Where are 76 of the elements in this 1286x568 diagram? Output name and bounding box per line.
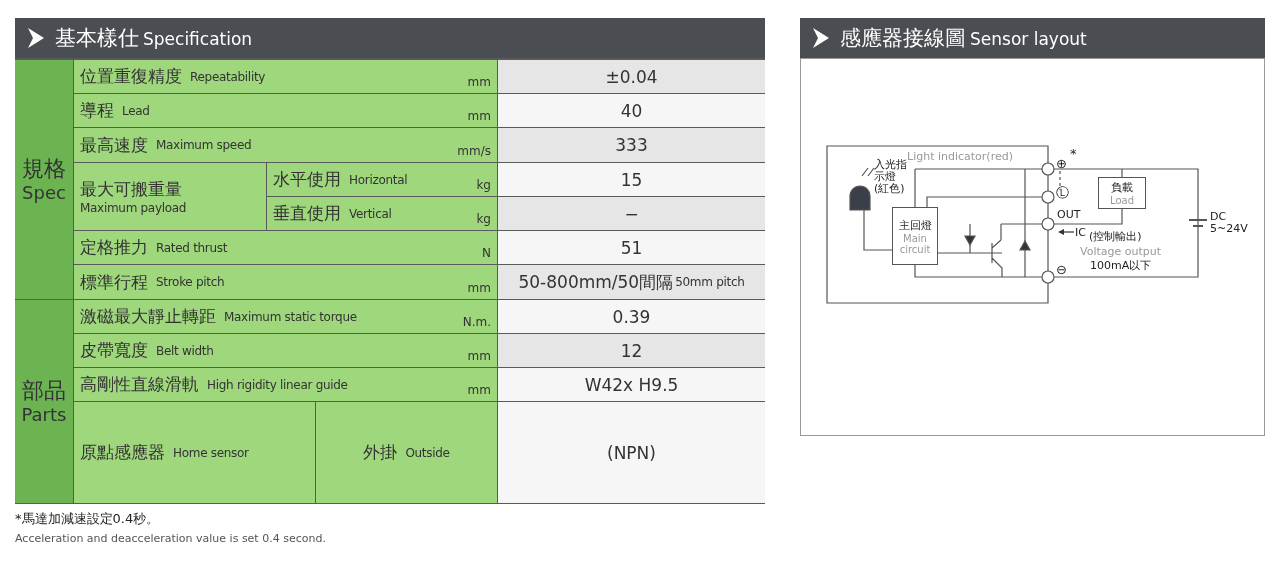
signal-label: (控制輸出): [1089, 229, 1142, 244]
row-label-en: High rigidity linear guide: [207, 377, 348, 392]
row-label: 導程: [80, 99, 114, 122]
row-label-en: Horizontal: [349, 172, 408, 187]
signal-label: IC: [1075, 226, 1086, 239]
row-label: 位置重復精度: [80, 65, 182, 88]
unit-label: kg: [476, 178, 491, 194]
row-label-en: Stroke pitch: [156, 275, 225, 289]
unit-label: N.m.: [462, 315, 491, 331]
indicator-label: 入光指示燈(紅色): [874, 159, 907, 195]
terminal-label: OUT: [1057, 208, 1081, 221]
box-label: 主回燈: [898, 217, 932, 233]
cell-value: −: [624, 203, 639, 224]
circuit-box: [1098, 177, 1146, 209]
unit-label: mm: [467, 109, 491, 125]
row-label: 最大可搬重量: [80, 178, 182, 201]
row-label-en: Lead: [122, 103, 150, 118]
cell-value: 51: [620, 237, 643, 258]
row-label-en: Vertical: [349, 206, 392, 221]
cell-value: 333: [615, 135, 648, 155]
unit-label: mm/s: [457, 144, 491, 160]
cell-value: W42x H9.5: [584, 374, 679, 395]
cell-value: ±0.04: [605, 66, 658, 87]
row-label-en: Home sensor: [173, 445, 249, 460]
box-label-en: Main circuit: [898, 232, 932, 255]
section-subtitle: Sensor layout: [970, 29, 1087, 49]
cell-value: 12: [620, 340, 643, 361]
section-title: 感應器接線圖: [840, 25, 966, 52]
row-label-en: Outside: [405, 445, 450, 460]
row-label-en: Belt width: [156, 343, 214, 358]
group-label: 規格: [22, 156, 66, 182]
row-label: 皮帶寬度: [80, 339, 148, 362]
cell-value: 50-800mm/50間隔: [518, 270, 674, 294]
box-label: 負載: [1111, 180, 1133, 195]
group-label: 部品: [22, 378, 66, 404]
footnote: *馬達加減速設定0.4秒。: [15, 510, 160, 528]
row-label: 原點感應器: [80, 441, 165, 464]
terminal-label: ⊕: [1056, 156, 1067, 171]
row-label: 水平使用: [273, 168, 341, 191]
section-title: 基本樣仕: [55, 25, 139, 52]
supply-label: DC 5~24V: [1210, 211, 1249, 235]
signal-label: Voltage output: [1080, 245, 1162, 258]
row-label-en: Repeatability: [190, 69, 266, 84]
unit-label: mm: [467, 349, 491, 365]
note-mark: *: [1070, 146, 1077, 161]
unit-label: mm: [467, 281, 491, 297]
terminal-label: Ⓛ: [1056, 184, 1069, 202]
row-label: 標準行程: [80, 270, 148, 294]
cell-value: 40: [620, 100, 643, 121]
section-subtitle: Specification: [143, 29, 253, 49]
footnote: Acceleration and deacceleration value is set 0.4 second.: [15, 532, 326, 545]
row-label-en: Maximum payload: [80, 201, 187, 215]
row-label-en: Maximum static torque: [224, 309, 357, 324]
cell-value: (NPN): [607, 442, 656, 463]
group-label-en: Parts: [21, 404, 67, 425]
cell-value-note: 50mm pitch: [675, 275, 745, 289]
row-label: 垂直使用: [273, 202, 341, 225]
box-label-en: Load: [1110, 195, 1134, 206]
row-label: 外掛: [363, 441, 398, 464]
circuit-box: [892, 207, 938, 265]
terminal-label: ⊖: [1056, 262, 1067, 277]
row-label: 定格推力: [80, 236, 148, 259]
cell-value: 15: [620, 169, 643, 190]
row-label-en: Rated thrust: [156, 240, 228, 255]
unit-label: mm: [467, 383, 491, 399]
row-label: 最高速度: [80, 133, 148, 157]
unit-label: mm: [467, 75, 491, 91]
row-label-en: Maximum speed: [156, 138, 252, 152]
unit-label: N: [482, 246, 491, 262]
indicator-label: Light indicator(red): [907, 150, 1013, 163]
row-label: 高剛性直線滑軌: [80, 373, 199, 396]
group-label-en: Spec: [22, 182, 66, 203]
signal-label: 100mA以下: [1090, 258, 1152, 273]
cell-value: 0.39: [612, 306, 651, 327]
unit-label: kg: [476, 212, 491, 228]
row-label: 激磁最大靜止轉距: [80, 305, 216, 328]
